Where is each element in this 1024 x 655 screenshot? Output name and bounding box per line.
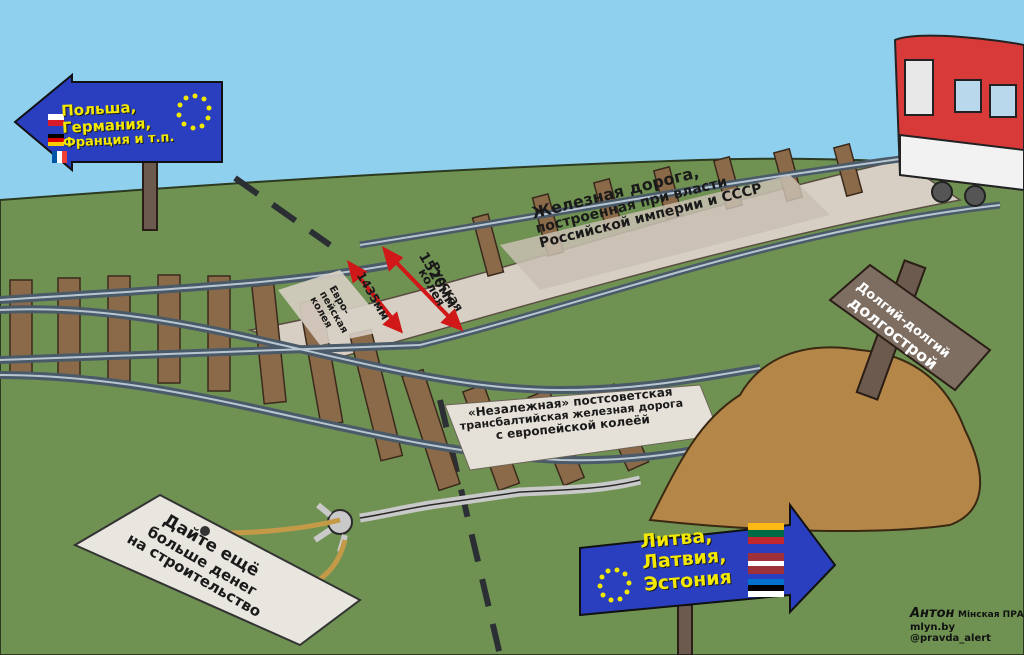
russian-track-label-strip xyxy=(500,175,830,290)
germany-flag xyxy=(48,134,64,146)
eu-stars-icon xyxy=(176,93,212,131)
france-flag xyxy=(52,151,67,163)
eu-stars-icon xyxy=(597,567,632,603)
gauge-arrow-1435 xyxy=(346,259,403,334)
sign-east xyxy=(579,502,837,655)
credits: Антон Мінская ПРАЎДА mlyn.by @pravda_ale… xyxy=(910,606,1024,645)
train-car xyxy=(893,34,1024,207)
sign-east-text: Литва, Латвия, Эстония xyxy=(639,524,732,596)
credit-outlet: Мінская ПРАЎДА xyxy=(957,610,1024,620)
credit-handle: @pravda_alert xyxy=(910,633,991,645)
sign-west-text: Польша, Германия, Франция и т.п. xyxy=(61,97,175,151)
dirt-mound xyxy=(648,346,982,533)
paper-sign xyxy=(72,493,362,647)
skeleton-arm xyxy=(313,475,642,553)
estonia-flag xyxy=(748,579,784,597)
credit-author: Антон xyxy=(910,606,955,621)
credit-site: mlyn.by xyxy=(910,621,955,633)
sign-west xyxy=(13,72,223,231)
euro-gauge-strip xyxy=(278,270,390,345)
poland-flag xyxy=(48,114,64,126)
wooden-sign xyxy=(828,259,992,401)
lithuania-flag xyxy=(748,523,784,544)
gauge-arrow-1520 xyxy=(381,246,464,332)
latvia-flag xyxy=(748,553,784,574)
border-dashed-line xyxy=(233,175,503,655)
